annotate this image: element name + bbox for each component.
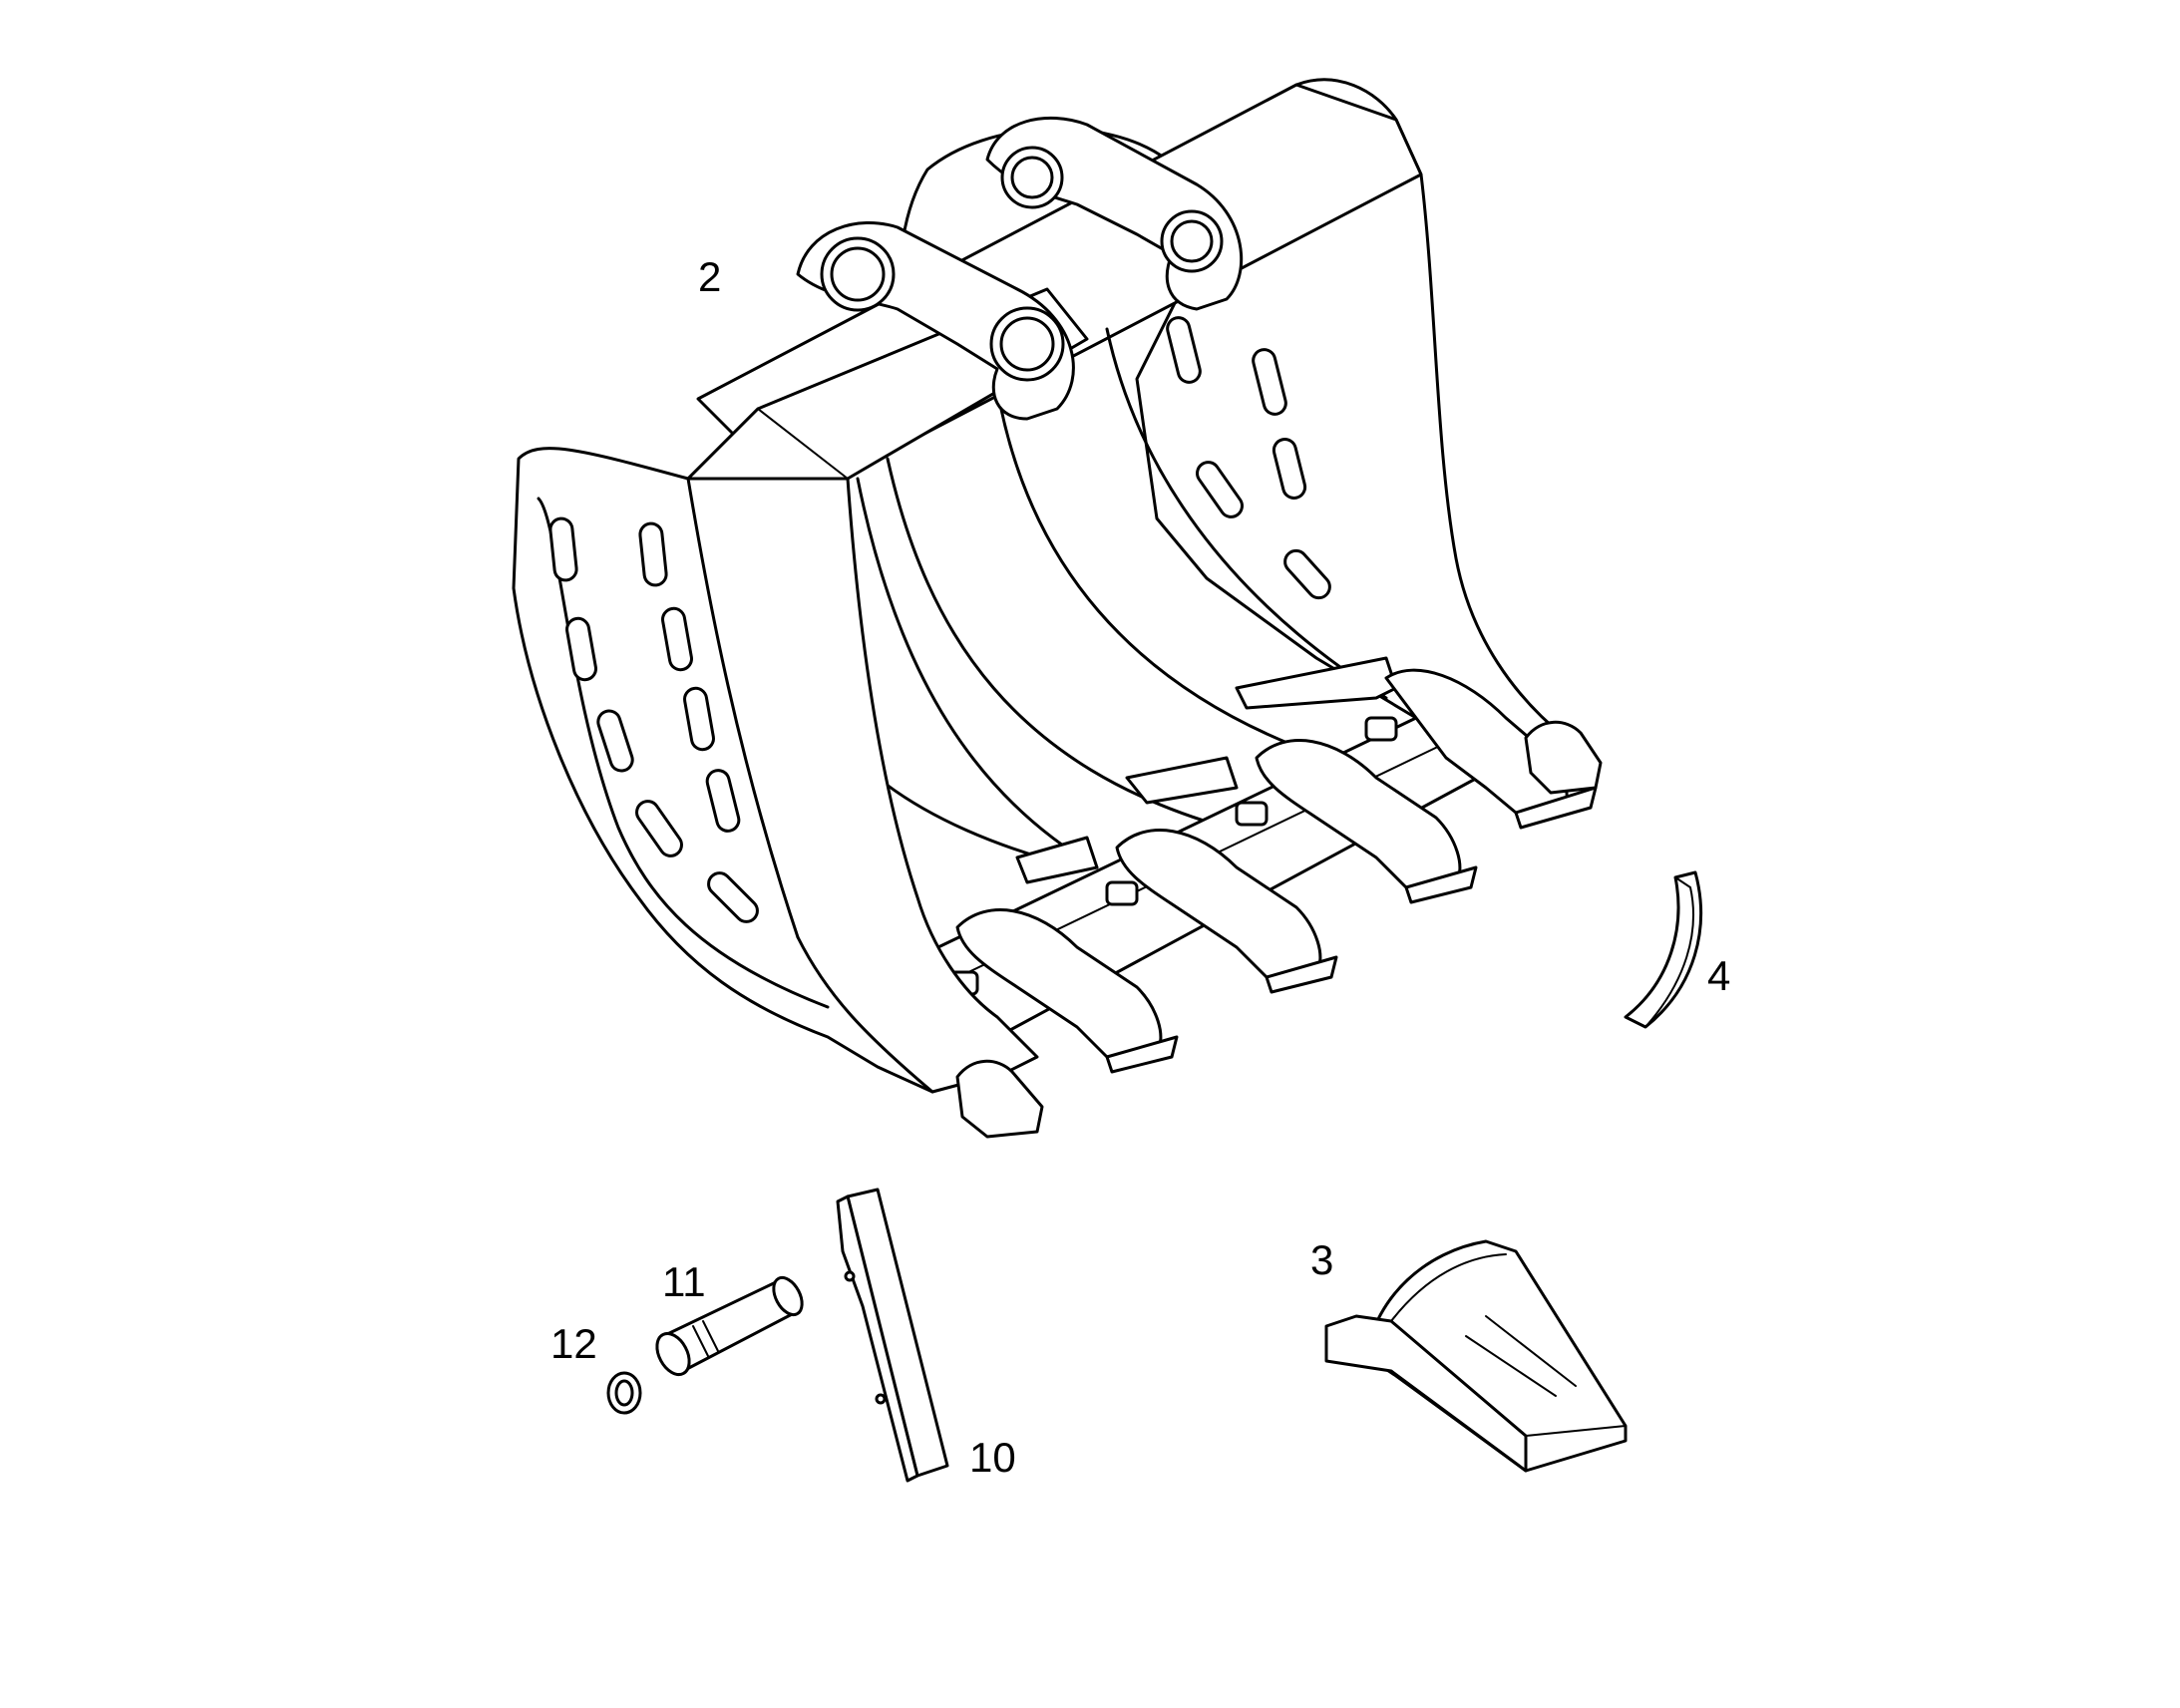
callout-4: 4 xyxy=(1707,952,1730,999)
wear-strip xyxy=(836,1188,949,1483)
callout-11: 11 xyxy=(662,1258,706,1305)
side-cutter xyxy=(1624,870,1702,1029)
corner-tooth-rear xyxy=(1524,720,1603,795)
wear-plate-left xyxy=(1015,836,1099,884)
wear-plate-right xyxy=(1235,656,1398,710)
bucket-tooth xyxy=(1324,1239,1628,1473)
callout-12: 12 xyxy=(550,1320,597,1367)
front-side-wall xyxy=(512,407,1039,1094)
callout-2: 2 xyxy=(698,253,721,300)
callout-3: 3 xyxy=(1310,1236,1333,1283)
front-wall-slots xyxy=(548,516,759,923)
bucket-assembly xyxy=(512,78,1603,1139)
retainer-ring xyxy=(606,1371,642,1415)
tooth-pin-markers xyxy=(945,716,1398,996)
tooth-pin xyxy=(655,1275,804,1377)
tooth-adapters xyxy=(955,668,1598,1074)
back-plate-curve-1 xyxy=(1105,327,1388,700)
pin-bosses xyxy=(820,146,1224,382)
callout-10: 10 xyxy=(969,1434,1016,1481)
far-wall-slots xyxy=(1166,316,1331,600)
wear-plate-middle xyxy=(1125,756,1239,805)
corner-tooth-front xyxy=(955,1059,1044,1139)
back-plate-curve-2 xyxy=(995,387,1328,760)
